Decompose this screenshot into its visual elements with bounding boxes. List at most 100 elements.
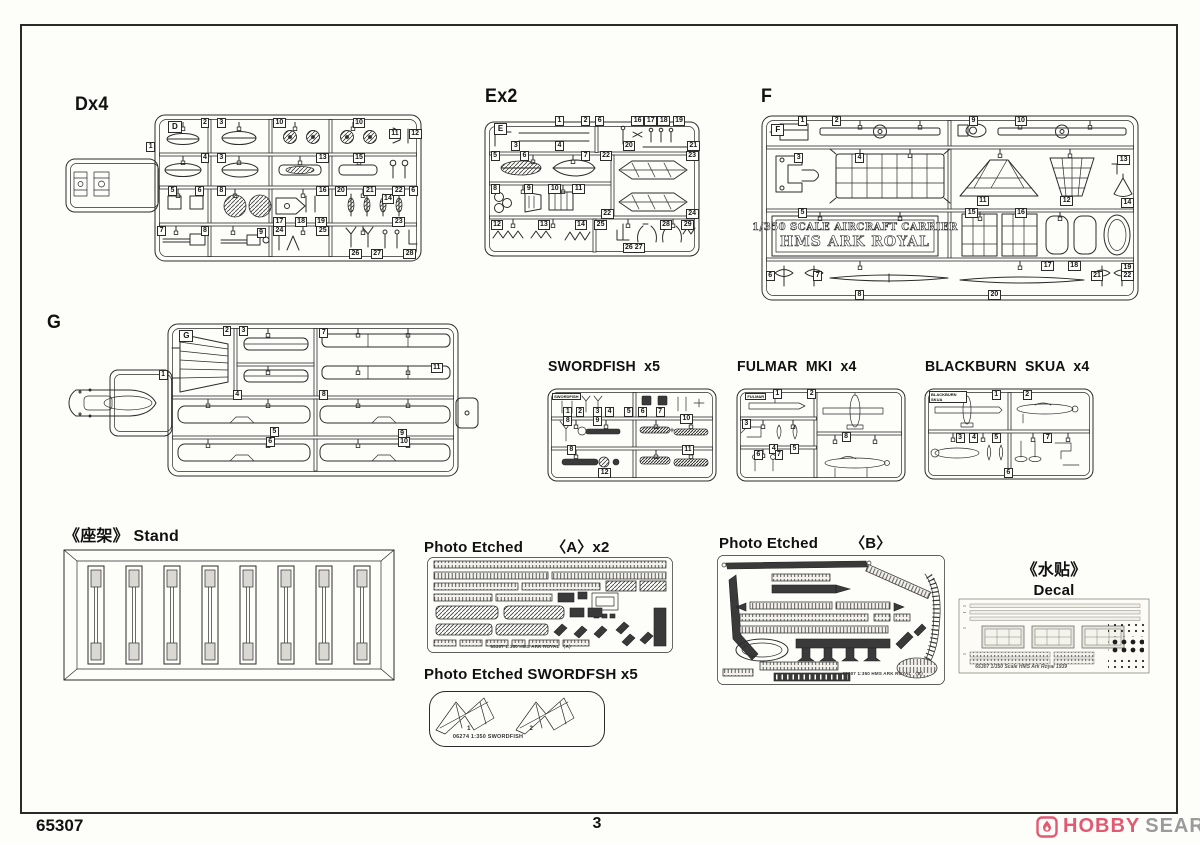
stand-title-cn: 《座架》 [64, 528, 129, 545]
fulmar-title: FULMAR MKI x4 [737, 358, 857, 375]
nameplate-line1: 1/350 SCALE AIRCRAFT CARRIER [752, 221, 958, 234]
nameplate-line2: HMS ARK ROYAL [780, 233, 930, 251]
decal-sheet: 65307 1/350 Scale HMS Ark Royal 1939 [958, 598, 1150, 676]
part-number: 1 [158, 369, 168, 380]
pe-a-title-text: Photo Etched [424, 539, 524, 556]
part-number: 8 [563, 415, 573, 426]
part-number: 5 [167, 186, 177, 197]
part-number: 7 [1043, 432, 1053, 443]
pe-b-variant: 〈B〉 [850, 535, 892, 552]
part-number: 18 [294, 216, 308, 227]
part-number: 2 [529, 725, 533, 732]
part-number: 6 [408, 186, 418, 197]
part-number: 28 [659, 219, 673, 230]
part-number: 20 [334, 186, 348, 197]
pe-fret-b-drawing [717, 555, 945, 685]
ship-nameplate: 1/350 SCALE AIRCRAFT CARRIER HMS ARK ROY… [752, 216, 958, 256]
part-number: 27 [370, 248, 384, 259]
pe-b-title: Photo Etched〈B〉 [719, 532, 892, 553]
part-number: 8 [319, 390, 329, 401]
pe-fret-a: 65307 1:350 HMS ARK ROYAL 〈A〉 [426, 556, 674, 654]
part-number: 16 [1014, 207, 1028, 218]
part-number: 8 [855, 290, 864, 301]
part-number: 2 [575, 406, 585, 417]
sprue-fulmar-drawing [736, 388, 906, 482]
hobby-search-flame-icon [1036, 815, 1058, 838]
sprue-e-letter-tag: E [493, 123, 508, 136]
part-number: 25 [594, 219, 607, 230]
part-number: 10 [679, 413, 693, 424]
part-number: 7 [581, 151, 590, 162]
part-number: 5 [490, 151, 500, 162]
part-number: 8 [200, 226, 210, 236]
part-number: 28 [403, 248, 417, 259]
part-number: 13 [537, 219, 551, 230]
part-number: 17 [1041, 260, 1054, 271]
part-number: 6 [595, 115, 605, 126]
part-number: 4 [969, 432, 979, 443]
pe-a-footer: 65307 1:350 HMS ARK ROYAL 〈A〉 [490, 644, 574, 650]
part-number: 5 [798, 207, 807, 218]
part-number: 25 [316, 226, 330, 236]
decal-footer: 65307 1/350 Scale HMS Ark Royal 1939 [975, 663, 1068, 670]
part-number: 1 [991, 389, 1001, 400]
watermark-brand-b: SEARCH [1145, 815, 1200, 837]
sprue-d-drawing [65, 114, 422, 262]
part-number: 3 [741, 418, 751, 429]
part-number: 2 [832, 115, 842, 126]
part-number: 21 [686, 141, 700, 152]
part-number: 12 [598, 468, 611, 479]
part-number: 21 [363, 186, 377, 197]
part-number: 21 [1090, 270, 1104, 281]
part-number: 18 [1067, 260, 1081, 271]
part-number: 1 [467, 725, 471, 732]
sprue-f-title: F [761, 86, 773, 107]
hobby-search-watermark: HOBBY SEARCH [1036, 815, 1200, 838]
decal-sheet-drawing [958, 598, 1150, 674]
part-number: 11 [681, 445, 695, 456]
part-number: 7 [319, 328, 329, 338]
part-number: 15 [965, 207, 978, 218]
part-number: 3 [216, 118, 226, 129]
part-number: 23 [685, 151, 699, 162]
part-number: 6 [638, 406, 648, 417]
part-number: 9 [969, 115, 978, 126]
part-number: 10 [272, 118, 286, 129]
part-number: 10 [1014, 115, 1028, 126]
pe-a-title: Photo Etched 〈A〉x2 [424, 536, 610, 557]
part-number: 20 [622, 141, 636, 152]
sprue-d-title: Dx4 [75, 94, 109, 115]
part-number: 9 [592, 415, 602, 426]
part-number: 6 [520, 151, 529, 162]
part-number: 6 [753, 450, 763, 461]
part-number: 20 [988, 290, 1001, 301]
stand-drawing-wrap [62, 548, 396, 682]
part-number: 9 [524, 184, 534, 194]
part-number: 26 27 [622, 243, 646, 254]
part-number: 6 [265, 436, 275, 447]
part-number: 7 [813, 270, 823, 281]
stand-title: 《座架》 Stand [64, 522, 179, 546]
part-number: 3 [216, 153, 226, 164]
part-number: 4 [200, 153, 210, 164]
pe-a-variant: 〈A〉x2 [551, 539, 610, 556]
decal-titles: 《水贴》 Decal [958, 556, 1150, 599]
part-number: 3 [955, 432, 965, 443]
part-number: 13 [1117, 155, 1130, 166]
part-number: 2 [807, 388, 817, 399]
swordfish-title: SWORDFISH x5 [548, 358, 661, 375]
footer-page-number: 3 [592, 815, 602, 832]
part-number: 8 [490, 184, 500, 194]
part-number: 2 [222, 326, 232, 337]
part-number: 22 [1121, 270, 1134, 281]
sprue-g-drawing [68, 323, 479, 477]
